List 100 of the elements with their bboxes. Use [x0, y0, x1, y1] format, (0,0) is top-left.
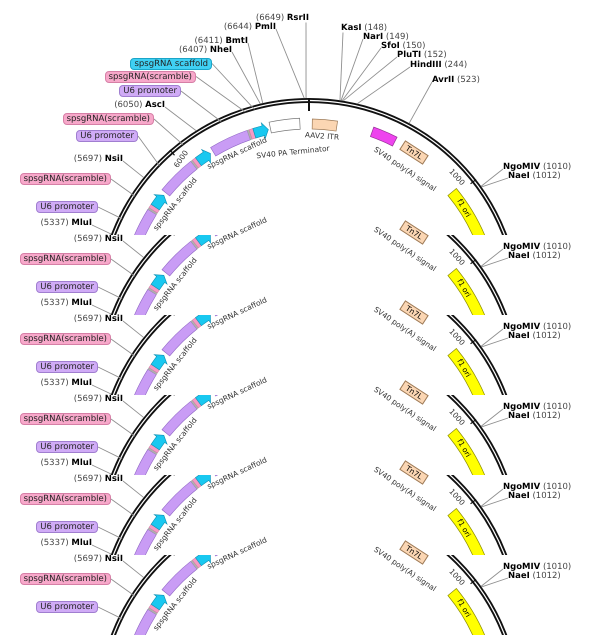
feature-arc: [447, 348, 485, 395]
leader-line: [342, 48, 382, 102]
leader-line: [481, 338, 508, 348]
feature-callout: U6 promoter: [119, 85, 181, 97]
feature-callout: spsgRNA(scramble): [20, 493, 111, 505]
enzyme-label: PluTI (152): [397, 50, 447, 60]
enzyme-label: KasI (148): [341, 24, 388, 32]
enzyme-label: NaeI (1012): [508, 412, 561, 420]
leader-line: [98, 366, 122, 380]
enzyme-label: (5337) MluI: [40, 218, 92, 228]
feature-callout: spsgRNA(scramble): [20, 173, 111, 185]
leader-line: [480, 568, 504, 587]
enzyme-label: NgoMIV (1010): [503, 402, 572, 412]
leader-line: [110, 338, 136, 357]
feature-callout: spsgRNA(scramble): [104, 70, 196, 82]
enzyme-label: (5337) MluI: [40, 378, 92, 388]
leader-line: [340, 38, 364, 101]
leader-line: [138, 136, 160, 166]
enzyme-label: (6411) BmtI: [194, 36, 248, 46]
enzyme-label: (6649) RsrII: [256, 14, 309, 22]
enzyme-label: (5697) NsiI: [74, 394, 123, 404]
leader-line: [481, 498, 508, 508]
enzyme-label: NaeI (1012): [508, 252, 561, 260]
leader-line: [480, 408, 504, 427]
enzyme-label: NaeI (1012): [508, 172, 561, 180]
enzyme-label: (6644) PmlI: [224, 22, 276, 32]
feature-callout: spsgRNA(scramble): [20, 413, 111, 425]
leader-line: [98, 606, 122, 620]
leader-line: [164, 106, 196, 132]
feature-arc: [447, 588, 485, 635]
enzyme-label: HindIII (244): [410, 60, 468, 70]
enzyme-label: (5337) MluI: [40, 298, 92, 308]
enzyme-label: (5697) NsiI: [74, 154, 123, 164]
leader-line: [110, 418, 136, 437]
enzyme-label: (5337) MluI: [40, 458, 92, 468]
enzyme-label: SfoI (150): [381, 42, 426, 50]
enzyme-label: NaeI (1012): [508, 572, 561, 580]
enzyme-label: (6407) NheI: [178, 46, 232, 54]
feature-arc: [447, 508, 485, 555]
leader-line: [481, 258, 508, 268]
leader-line: [98, 286, 122, 300]
feature-callout: U6 promoter: [36, 441, 98, 453]
enzyme-label: NgoMIV (1010): [503, 482, 572, 492]
feature-callout: U6 promoter: [36, 521, 98, 533]
leader-line: [481, 578, 508, 588]
feature-arc: [447, 268, 485, 315]
leader-line: [98, 526, 122, 540]
enzyme-label: NaeI (1012): [508, 492, 561, 500]
leader-line: [92, 304, 112, 314]
feature-callout: spsgRNA(scramble): [20, 253, 111, 265]
leader-line: [356, 66, 410, 104]
leader-line: [480, 168, 504, 187]
feature-callout: U6 promoter: [76, 130, 138, 142]
leader-line: [92, 384, 112, 394]
leader-line: [110, 578, 136, 597]
feature-callout: spsgRNA scaffold: [130, 58, 212, 70]
leader-line: [122, 560, 144, 578]
feature-callout: U6 promoter: [36, 201, 98, 213]
enzyme-label: NarI (149): [363, 32, 409, 42]
enzyme-label: NgoMIV (1010): [503, 322, 572, 332]
leader-line: [248, 42, 264, 104]
leader-line: [98, 446, 122, 460]
leader-line: [122, 240, 144, 258]
enzyme-label: (5697) NsiI: [74, 474, 123, 484]
leader-line: [122, 320, 144, 338]
leader-line: [196, 76, 246, 112]
enzyme-label: NaeI (1012): [508, 332, 561, 340]
leader-line: [92, 224, 112, 234]
feature-callout: spsgRNA(scramble): [20, 333, 111, 345]
feature-callout: U6 promoter: [36, 601, 98, 613]
leader-line: [342, 56, 398, 102]
leader-line: [481, 178, 508, 188]
leader-line: [92, 544, 112, 554]
leader-line: [92, 464, 112, 474]
enzyme-label: (5697) NsiI: [74, 314, 123, 324]
enzyme-label: AvrII (523): [432, 76, 480, 84]
leader-line: [481, 418, 508, 428]
leader-line: [122, 480, 144, 498]
leader-line: [110, 178, 136, 197]
leader-line: [232, 52, 261, 104]
leader-line: [480, 248, 504, 267]
enzyme-label: (6050) AscI: [114, 100, 165, 110]
leader-line: [180, 90, 222, 122]
leader-line: [408, 82, 432, 124]
feature-callout: U6 promoter: [36, 281, 98, 293]
enzyme-label: NgoMIV (1010): [503, 242, 572, 252]
feature-callout: spsgRNA(scramble): [62, 113, 154, 125]
feature-arc: [447, 428, 485, 475]
leader-line: [110, 258, 136, 277]
feature-callout: U6 promoter: [36, 361, 98, 373]
leader-line: [122, 160, 144, 178]
enzyme-label: (5337) MluI: [40, 538, 92, 548]
leader-line: [154, 118, 184, 145]
leader-line: [480, 488, 504, 507]
leader-line: [122, 400, 144, 418]
enzyme-label: (5697) NsiI: [74, 554, 123, 564]
leader-line: [340, 32, 344, 101]
leader-line: [212, 63, 255, 110]
feature-arc: [447, 188, 485, 235]
leader-line: [276, 28, 305, 98]
